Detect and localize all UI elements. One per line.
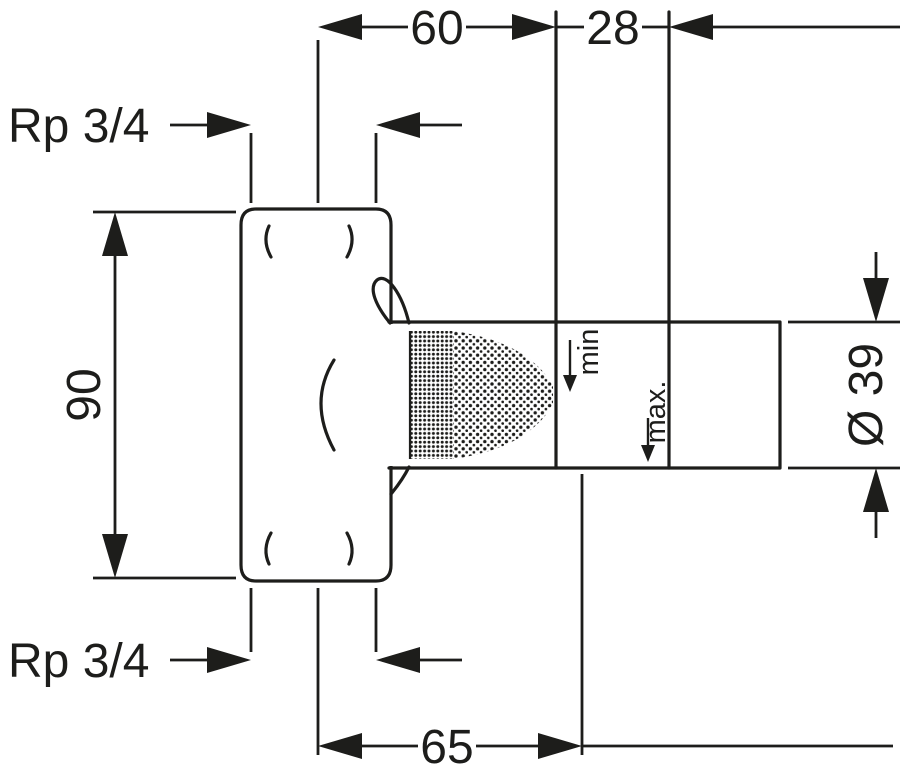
thread-top-label: Rp 3/4 — [8, 100, 149, 153]
dim60-arrow-right — [512, 14, 556, 40]
dia-label: Ø 39 — [840, 343, 893, 447]
thread-mark-bottom-right — [345, 531, 354, 566]
dim60-label: 60 — [410, 2, 463, 55]
dim90-arrow-top — [102, 212, 128, 256]
min-label: min — [573, 329, 605, 376]
dimension-diameter: Ø 39 — [788, 252, 900, 538]
seat-stipple-cone — [453, 331, 553, 459]
thread-callout-bottom: Rp 3/4 — [8, 588, 462, 688]
dim28-arrow-right — [669, 14, 713, 40]
thread-mark-bottom-left — [264, 531, 273, 566]
dimension-65: 65 — [316, 474, 893, 774]
valve-seat-stipple — [408, 331, 553, 459]
max-arrowhead — [641, 445, 655, 462]
thread-callout-top: Rp 3/4 — [8, 100, 462, 203]
spout-junction-fillet-top — [371, 276, 411, 325]
thread-top-arrow-left — [207, 112, 251, 138]
min-annotation: min — [563, 329, 605, 392]
thread-mark-top-right — [345, 224, 354, 259]
thread-bottom-label: Rp 3/4 — [8, 635, 149, 688]
dim90-label: 90 — [58, 368, 111, 421]
dim28-label: 28 — [586, 2, 639, 55]
max-annotation: max. — [640, 381, 672, 462]
min-arrowhead — [563, 375, 577, 392]
dim65-arrow-right — [538, 733, 582, 759]
valve-spout — [371, 10, 782, 496]
max-label: max. — [640, 381, 672, 444]
thread-mark-top-left — [264, 224, 273, 259]
dimension-28: 28 — [556, 2, 900, 55]
dimension-60: 60 — [316, 2, 556, 203]
dim60-arrow-left — [318, 14, 362, 40]
dia-arrow-top — [863, 278, 889, 322]
thread-bottom-arrow-right — [376, 647, 420, 673]
thread-bottom-arrow-left — [207, 647, 251, 673]
dim65-arrow-left — [318, 733, 362, 759]
dimension-90: 90 — [58, 210, 236, 580]
dia-arrow-bottom — [863, 468, 889, 512]
dim65-label: 65 — [420, 721, 473, 774]
seat-stipple-band — [409, 331, 453, 459]
valve-body-outline — [239, 207, 393, 583]
thread-top-arrow-right — [376, 112, 420, 138]
dim90-arrow-bottom — [102, 534, 128, 578]
spout-junction-fillet-bottom — [389, 465, 411, 496]
spout-outline — [387, 320, 782, 470]
valve-body — [239, 207, 393, 583]
body-waist-contour — [319, 358, 336, 452]
